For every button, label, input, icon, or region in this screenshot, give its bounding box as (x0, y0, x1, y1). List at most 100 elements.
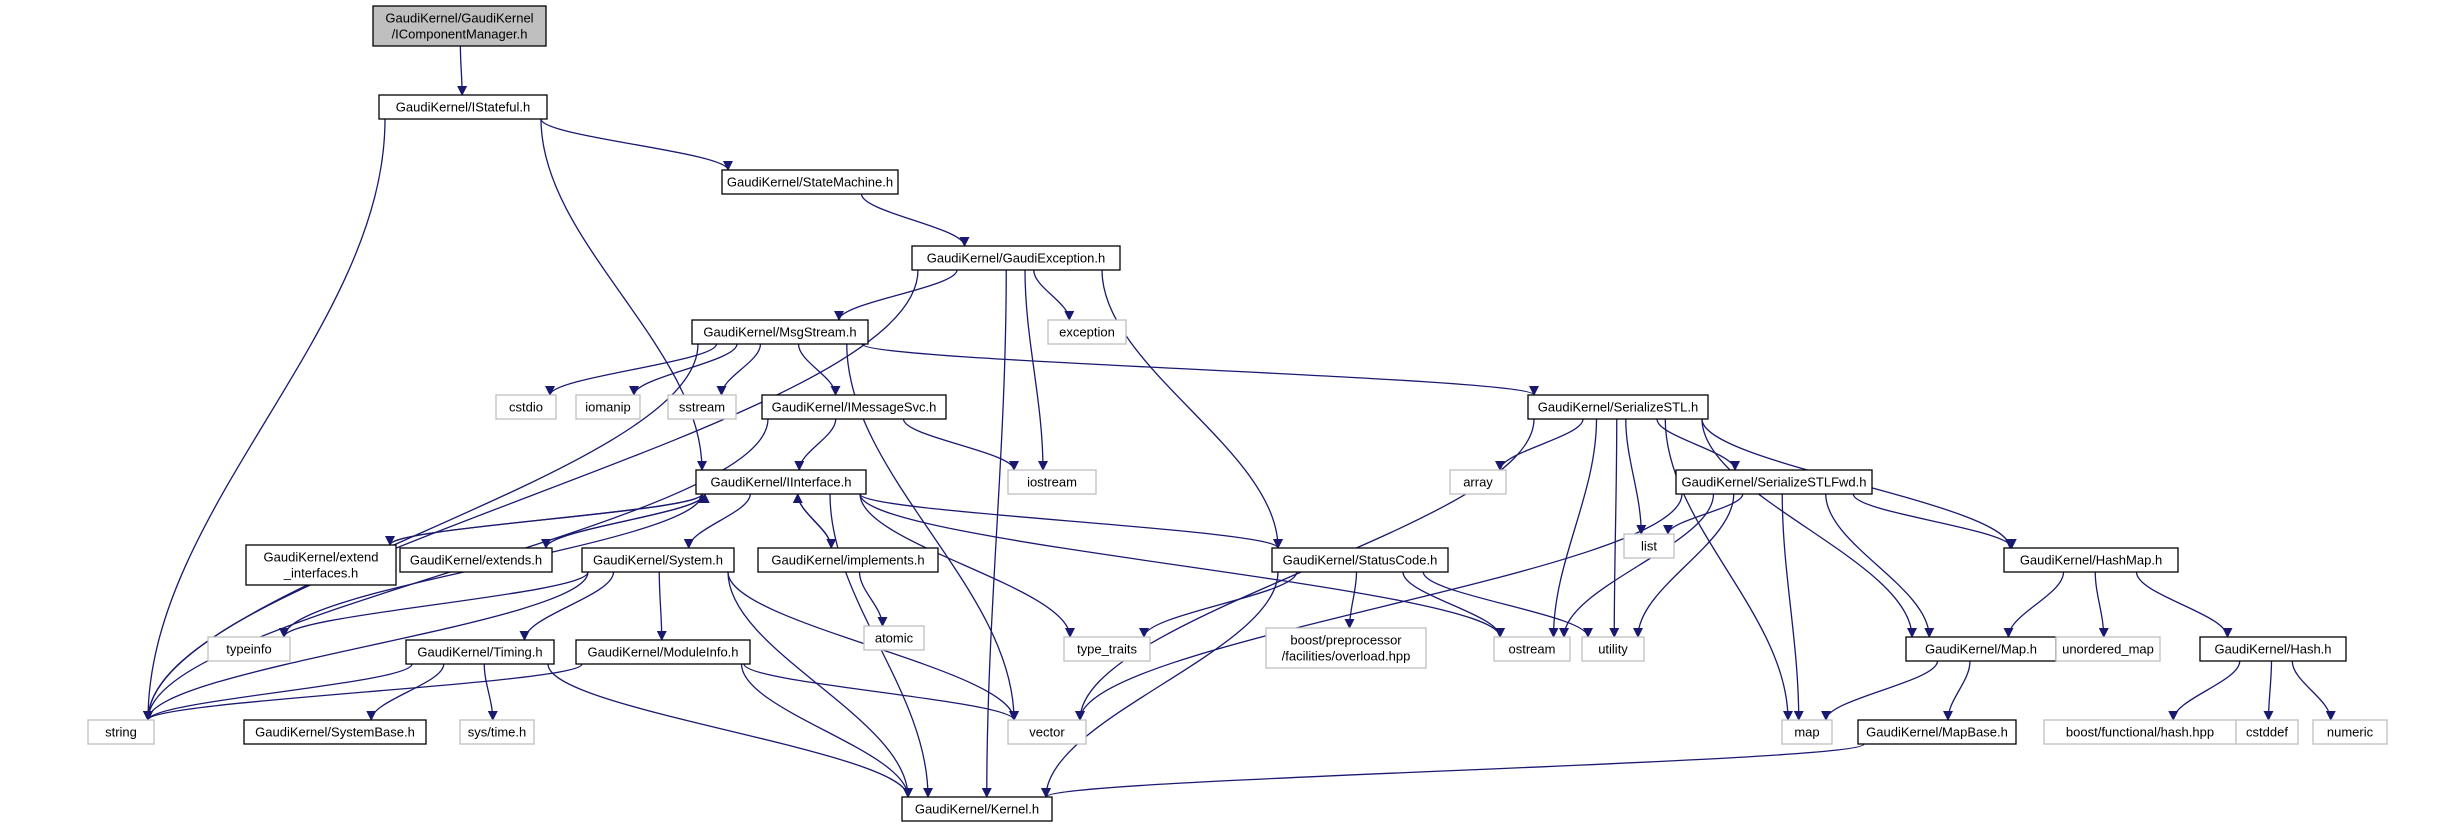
node-ext[interactable]: GaudiKernel/extends.h (399, 547, 553, 573)
node-iomanip: iomanip (575, 394, 641, 420)
node-extint[interactable]: GaudiKernel/extend_interfaces.h (245, 544, 397, 586)
edge-timing-to-kernel (547, 663, 913, 798)
node-boostpp: boost/preprocessor/facilities/overload.h… (1265, 627, 1427, 669)
node-umap: unordered_map (2055, 636, 2161, 662)
node-sys[interactable]: GaudiKernel/System.h (581, 547, 735, 573)
edge-gex-to-stc (1101, 269, 1283, 549)
edge-msg-to-ser (861, 343, 1539, 396)
node-ser[interactable]: GaudiKernel/SerializeSTL.h (1527, 394, 1709, 420)
edge-hmap-to-map_h (2003, 571, 2065, 638)
node-iif[interactable]: GaudiKernel/IInterface.h (695, 469, 867, 495)
edge-hmap-to-hash (2135, 571, 2233, 638)
node-timing[interactable]: GaudiKernel/Timing.h (405, 639, 555, 665)
node-label: GaudiKernel/Hash.h (2214, 642, 2331, 657)
edge-map_h-to-mapbase (1943, 660, 1971, 721)
node-label: iomanip (585, 400, 631, 415)
node-label: _interfaces.h (283, 566, 358, 581)
node-label: cstddef (2246, 725, 2288, 740)
edge-serfwd-to-utility (1633, 493, 1735, 638)
node-cstdio: cstdio (495, 394, 557, 420)
node-sm[interactable]: GaudiKernel/StateMachine.h (721, 169, 899, 195)
edge-gex-to-exc (1033, 269, 1075, 321)
edge-ist-to-iif (540, 118, 707, 471)
node-sysbase[interactable]: GaudiKernel/SystemBase.h (243, 719, 427, 745)
node-label: boost/functional/hash.hpp (2066, 725, 2214, 740)
node-hmap[interactable]: GaudiKernel/HashMap.h (2003, 547, 2179, 573)
node-label: GaudiKernel/SerializeSTLFwd.h (1682, 475, 1867, 490)
node-icm[interactable]: GaudiKernel/GaudiKernel/IComponentManage… (372, 5, 547, 47)
node-label: GaudiKernel/IStateful.h (396, 100, 530, 115)
edge-sys-to-kernel (727, 571, 913, 798)
node-label: sstream (679, 400, 725, 415)
node-stc[interactable]: GaudiKernel/StatusCode.h (1271, 547, 1449, 573)
node-map_h[interactable]: GaudiKernel/Map.h (1905, 636, 2057, 662)
node-label: unordered_map (2062, 642, 2154, 657)
edge-ser-to-ostream (1548, 418, 1598, 638)
edge-serfwd-to-ostream (1559, 493, 1715, 638)
node-imsg[interactable]: GaudiKernel/IMessageSvc.h (761, 394, 947, 420)
node-map: map (1781, 719, 1833, 745)
node-label: typeinfo (226, 642, 272, 657)
node-label: GaudiKernel/StatusCode.h (1283, 553, 1438, 568)
edge-timing-to-sysbase (366, 663, 445, 721)
edge-timing-to-systime (483, 663, 498, 721)
edge-ist-to-sm (540, 118, 733, 171)
edge-iif-to-ostream (859, 493, 1505, 638)
edge-serfwd-to-hmap (1852, 493, 2017, 549)
edge-serfwd-to-map_h (1825, 493, 1935, 638)
node-label: sys/time.h (468, 725, 527, 740)
node-label: array (1463, 475, 1493, 490)
edge-extint-to-iif (389, 493, 707, 546)
node-list: list (1623, 533, 1675, 559)
edge-gex-to-kernel (981, 269, 1007, 798)
edge-iif-to-sys (683, 493, 751, 549)
node-label: cstdio (509, 400, 543, 415)
node-ist[interactable]: GaudiKernel/IStateful.h (378, 94, 548, 120)
node-label: GaudiKernel/GaudiException.h (927, 251, 1106, 266)
edge-modinfo-to-kernel (740, 663, 913, 798)
node-ttraits: type_traits (1063, 636, 1151, 662)
node-gex[interactable]: GaudiKernel/GaudiException.h (911, 245, 1121, 271)
edge-map_h-to-map (1821, 660, 1939, 721)
node-hash[interactable]: GaudiKernel/Hash.h (2199, 636, 2347, 662)
node-label: GaudiKernel/extend (264, 550, 379, 565)
node-exc: exception (1047, 319, 1127, 345)
node-modinfo[interactable]: GaudiKernel/ModuleInfo.h (575, 639, 751, 665)
node-label: type_traits (1077, 642, 1137, 657)
node-label: utility (1598, 642, 1628, 657)
edge-imsg-to-iostream (902, 418, 1019, 471)
edge-msg-to-string (143, 343, 699, 721)
edge-hash-to-numeric (2291, 660, 2336, 721)
edge-serfwd-to-map (1781, 493, 1804, 721)
node-msg[interactable]: GaudiKernel/MsgStream.h (691, 319, 869, 345)
node-string: string (87, 719, 155, 745)
node-label: GaudiKernel/System.h (593, 553, 723, 568)
edge-mapbase-to-kernel (1041, 743, 1865, 798)
node-kernel[interactable]: GaudiKernel/Kernel.h (901, 796, 1053, 822)
edge-modinfo-to-string (143, 663, 583, 721)
edge-msg-to-iomanip (629, 343, 738, 396)
node-cstddef: cstddef (2235, 719, 2299, 745)
edge-ext-to-iif (545, 493, 710, 549)
edge-impl-to-atomic (858, 571, 888, 627)
edge-hash-to-boosthash (2168, 660, 2241, 721)
node-atomic: atomic (863, 625, 925, 651)
edge-stc-to-ttraits (1139, 571, 1298, 638)
node-label: list (1641, 539, 1657, 554)
edge-stc-to-kernel (1041, 571, 1279, 798)
node-label: map (1794, 725, 1819, 740)
node-serfwd[interactable]: GaudiKernel/SerializeSTLFwd.h (1675, 469, 1873, 495)
node-label: ostream (1509, 642, 1556, 657)
edge-ser-to-serfwd (1656, 418, 1740, 471)
node-label: boost/preprocessor (1290, 633, 1402, 648)
node-label: GaudiKernel/MapBase.h (1866, 725, 2008, 740)
node-vector: vector (1007, 719, 1087, 745)
node-impl[interactable]: GaudiKernel/implements.h (757, 547, 939, 573)
edge-stc-to-utility (1422, 571, 1593, 638)
edges-layer (143, 45, 2336, 798)
node-mapbase[interactable]: GaudiKernel/MapBase.h (1857, 719, 2017, 745)
node-numeric: numeric (2312, 719, 2388, 745)
node-label: GaudiKernel/SystemBase.h (255, 725, 415, 740)
edge-msg-to-sstream (716, 343, 762, 396)
